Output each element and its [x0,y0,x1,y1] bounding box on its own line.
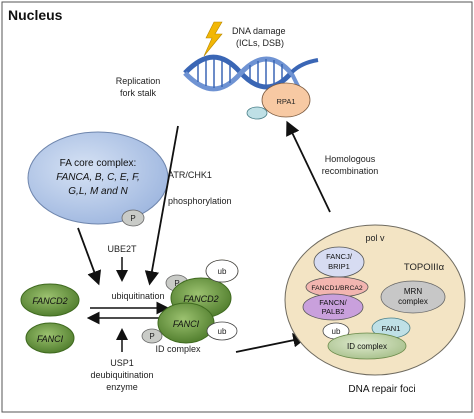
fa-core-phospho-label: P [130,214,135,223]
fork-stalk-label: fork stalk [120,88,157,98]
foci-id-complex [327,332,407,360]
fancd2-free [20,283,80,317]
fanci-free-label: FANCI [37,334,64,344]
pol-v-label: pol v [365,233,385,243]
ub-badge-bottom [206,321,238,341]
usp1-label-3: enzyme [106,382,138,392]
rpa1-label: RPA1 [276,97,295,106]
fa-core-members-1: FANCA, B, C, E, F, [56,172,140,183]
ube2t-label: UBE2T [107,244,137,254]
ub-badge-top-label: ub [218,267,227,276]
fa-core-to-ubiq-arrow [77,227,102,286]
ub-badge-bottom-label: ub [218,327,227,336]
lightning-icon [203,21,223,57]
usp1-label: USP1 [110,358,134,368]
fork-to-ubiq-arrow [144,125,179,286]
atr-chk1-label: ATR/CHK1 [168,170,212,180]
foci-ub-label: ub [332,327,341,336]
brip1-label: BRIP1 [328,262,350,271]
topo-label: TOPOIIIα [404,262,445,273]
fan1-label: FAN1 [382,324,401,333]
mrn-label: MRN [404,287,422,296]
fanci-free [25,322,75,354]
fancd2-free-label: FANCD2 [32,296,67,306]
dna-damage-label: DNA damage [232,26,286,36]
phospho-badge-top-label: P [174,279,179,288]
palb2-label: PALB2 [322,307,345,316]
fancn-label: FANCN/ [319,298,347,307]
fa-core-phospho-badge [121,209,145,227]
fa-core-title: FA core complex: [60,158,137,169]
foci-id-complex-label: ID complex [347,342,387,351]
usp1-label-2: deubiquitination [90,370,153,380]
phospho-badge-bottom [141,328,163,344]
ubiquitination-label: ubiquitination [111,291,164,301]
hr-arrow [286,120,331,213]
rpa1-shape [261,82,311,118]
fa-core-members-2: G,L, M and N [68,186,128,197]
dna-damage-sublabel: (ICLs, DSB) [236,38,284,48]
fancd1-label: FANCD1/BRCA2 [311,285,363,292]
nucleus-title: Nucleus [8,7,63,23]
fancj-label: FANCJ/ [326,252,353,261]
phospho-badge-bottom-label: P [149,332,154,341]
rpa-small-shape [246,106,268,120]
phosphorylation-label: phosphorylation [168,196,232,206]
fanci-complex-label: FANCI [173,319,200,329]
hr-label-2: recombination [322,166,379,176]
fancd2-complex-label: FANCD2 [183,294,218,304]
id-to-foci-arrow [235,333,308,353]
hr-label-1: Homologous [325,154,376,164]
id-complex-label: ID complex [155,344,201,354]
replication-label: Replication [116,76,161,86]
fancn-shape [302,293,364,321]
mrn-complex-label: complex [398,297,428,306]
ub-badge-top [205,259,239,283]
repair-foci-label: DNA repair foci [348,384,415,395]
mrn-shape [380,280,446,314]
